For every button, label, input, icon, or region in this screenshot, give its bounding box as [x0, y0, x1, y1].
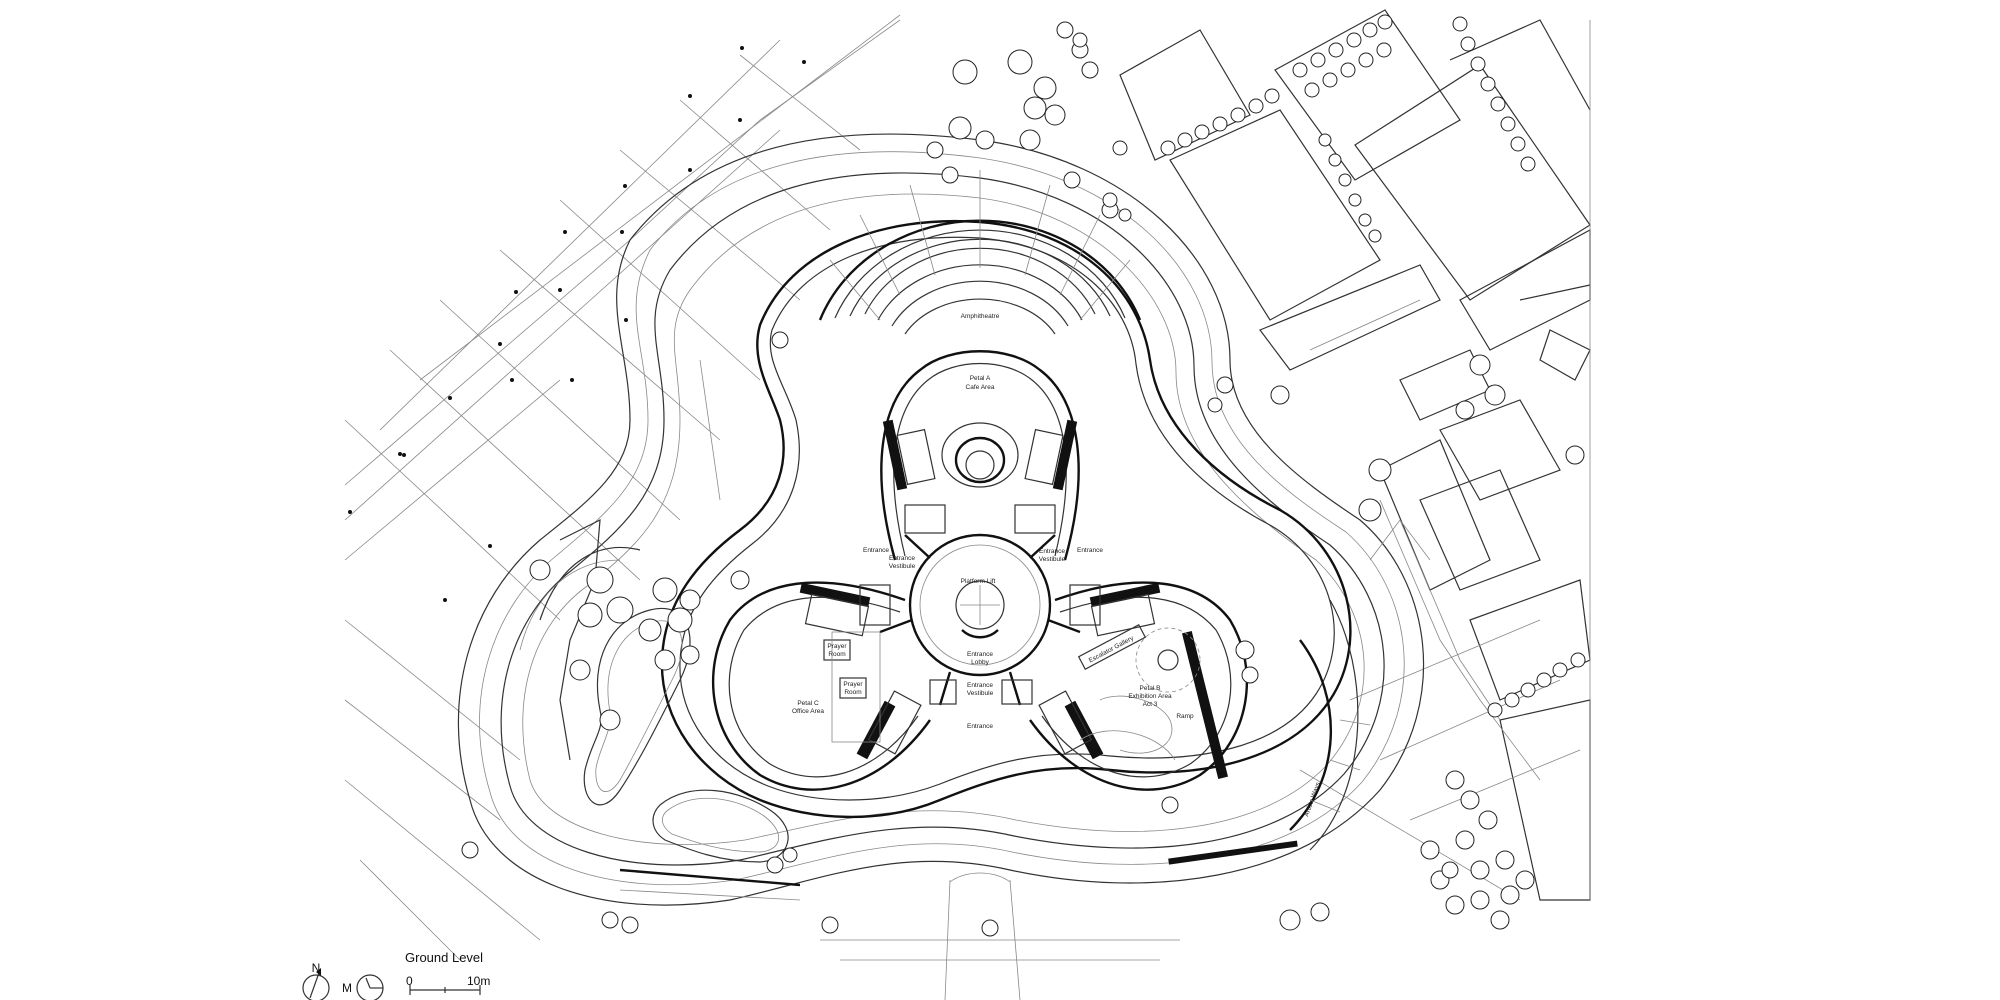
entrance-left-label: Entrance	[863, 547, 889, 554]
petal-b-use: Exhibition Area	[1128, 693, 1172, 700]
prayer-room-2-line2: Room	[844, 689, 861, 696]
lobby-line1: Entrance	[967, 651, 993, 658]
vestibule-bottom-line1: Entrance	[967, 682, 993, 689]
bottom-entrance	[619, 872, 1180, 1000]
platform-lift-label: Platform Lift	[961, 578, 996, 585]
petal-c-title: Petal C	[797, 700, 819, 707]
right-plaza-lines	[1299, 20, 1591, 901]
lobby-line2: Lobby	[971, 659, 989, 666]
legend-title: Ground Level	[405, 950, 483, 965]
prayer-room-1-line2: Room	[828, 651, 845, 658]
trees	[461, 14, 1586, 937]
scale-bar	[409, 985, 481, 995]
meridian-label: M	[342, 981, 352, 995]
scale-end: 10m	[467, 974, 490, 988]
legend: N M Ground Level 0 10m	[302, 950, 490, 1000]
north-arrow-icon	[302, 968, 330, 1000]
vestibule-left-line1: Entrance	[889, 555, 915, 562]
parking-dots	[348, 46, 806, 602]
petal-b-title: Petal B	[1140, 685, 1161, 692]
amphitheatre-label: Amphitheatre	[961, 313, 1000, 320]
petal-a-use: Cafe Area	[966, 384, 995, 391]
petal-b-act: Act 3	[1143, 701, 1158, 708]
garden-paths	[519, 518, 801, 887]
vestibule-bottom-line2: Vestibule	[967, 690, 994, 697]
vestibule-left-line2: Vestibule	[889, 563, 916, 570]
plaza-edge	[660, 220, 1352, 819]
outer-landscape-rings	[457, 133, 1425, 906]
parking-grid	[344, 14, 901, 961]
prayer-room-1-line1: Prayer	[827, 643, 847, 650]
ramp-label: Ramp	[1176, 713, 1194, 720]
petal-a-title: Petal A	[970, 375, 991, 382]
amphitheatre: Amphitheatre	[818, 170, 1142, 335]
right-road	[1289, 519, 1431, 851]
entrance-right-label: Entrance	[1077, 547, 1103, 554]
scale-start: 0	[406, 974, 413, 988]
petal-c-use: Office Area	[792, 708, 824, 715]
north-label: N	[312, 961, 321, 975]
meridian-arrow-icon	[356, 974, 384, 1000]
prayer-room-2-line1: Prayer	[843, 681, 863, 688]
entrance-bottom-label: Entrance	[967, 723, 993, 730]
vestibule-right-line2: Vestibule	[1039, 556, 1066, 563]
vestibule-right-line1: Entrance	[1039, 548, 1065, 555]
